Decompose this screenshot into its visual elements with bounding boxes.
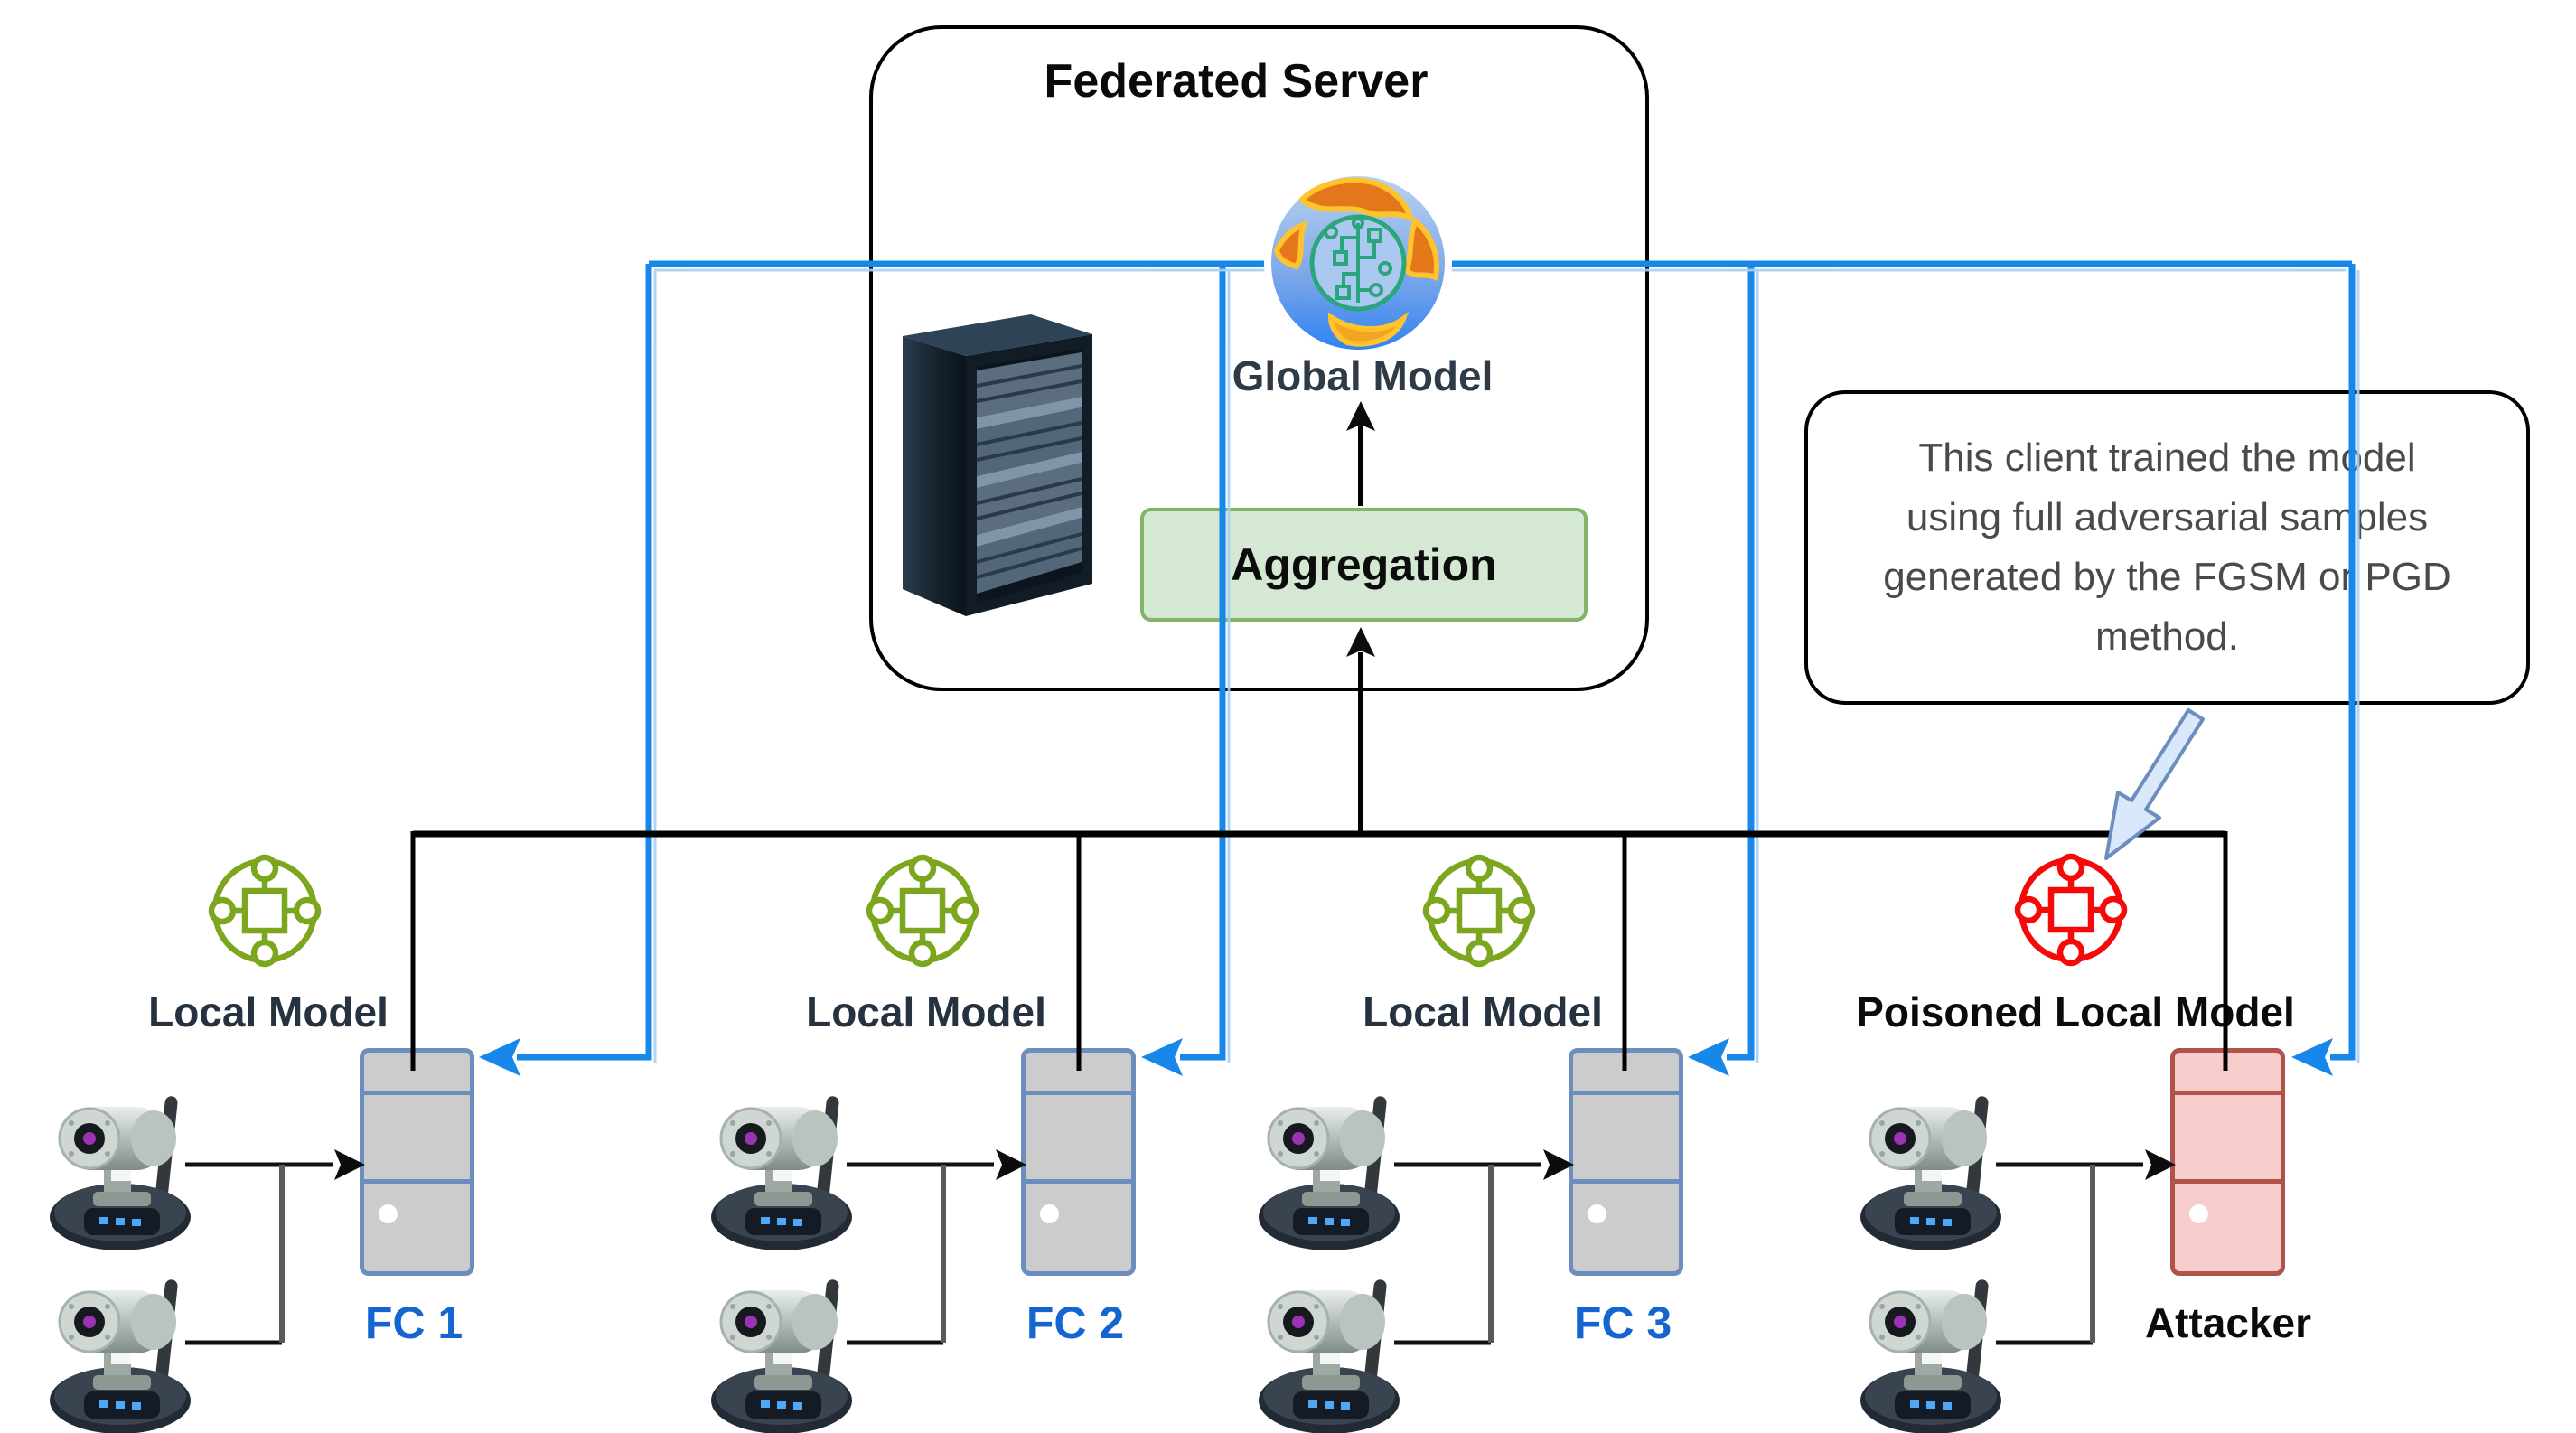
local-model-icon-3 [1426,857,1532,964]
handle-dot [379,1204,398,1223]
local-model-icon-1 [211,857,318,964]
ip-camera-icon [709,1278,854,1433]
handle-dot [1040,1204,1059,1223]
callout-line: generated by the FGSM or PGD [1883,555,2451,599]
local-model-label-3: Local Model [1363,988,1603,1035]
ip-camera-icon [48,1094,192,1252]
local-model-label-1: Local Model [148,988,389,1035]
callout-line: This client trained the model [1918,436,2416,480]
attacker-callout-box: This client trained the model using full… [1804,390,2530,705]
poisoned-local-model-label: Poisoned Local Model [1856,988,2295,1035]
down-left-3d-arrow-icon [2104,708,2205,860]
arrowhead-to-fc3 [1688,1038,1729,1076]
fc2-label: FC 2 [1026,1297,1125,1348]
attacker-label: Attacker [2144,1299,2312,1346]
ip-camera-icon [1257,1278,1401,1433]
aggregation-label: Aggregation [1231,539,1497,590]
fc1-label: FC 1 [364,1297,464,1348]
fc3-gateway-box [1569,1048,1683,1276]
handle-dot [2189,1204,2208,1223]
federated-server-title: Federated Server [1044,55,1429,108]
local-model-label-2: Local Model [806,988,1046,1035]
attacker-gateway-box [2170,1048,2285,1276]
callout-line: using full adversarial samples [1906,495,2429,539]
arrowhead-to-fc1 [479,1038,520,1076]
arrowhead-to-attacker [2291,1038,2333,1076]
ip-camera-icon [709,1094,854,1252]
fc2-gateway-box [1021,1048,1136,1276]
callout-line: method. [2095,614,2239,659]
ip-camera-icon [1859,1278,2003,1433]
arrowhead-to-fc2 [1141,1038,1183,1076]
ip-camera-icon [1859,1094,2003,1252]
local-model-icon-2 [869,857,976,964]
global-model-label: Global Model [1232,352,1494,399]
fc1-gateway-box [360,1048,474,1276]
poisoned-model-icon [2018,857,2124,963]
handle-dot [1588,1204,1606,1223]
aggregation-box: Aggregation [1140,508,1588,622]
camera-connectors [185,1162,2143,1345]
ip-camera-icon [48,1278,192,1433]
fc3-label: FC 3 [1573,1297,1672,1348]
ip-camera-icon [1257,1094,1401,1252]
